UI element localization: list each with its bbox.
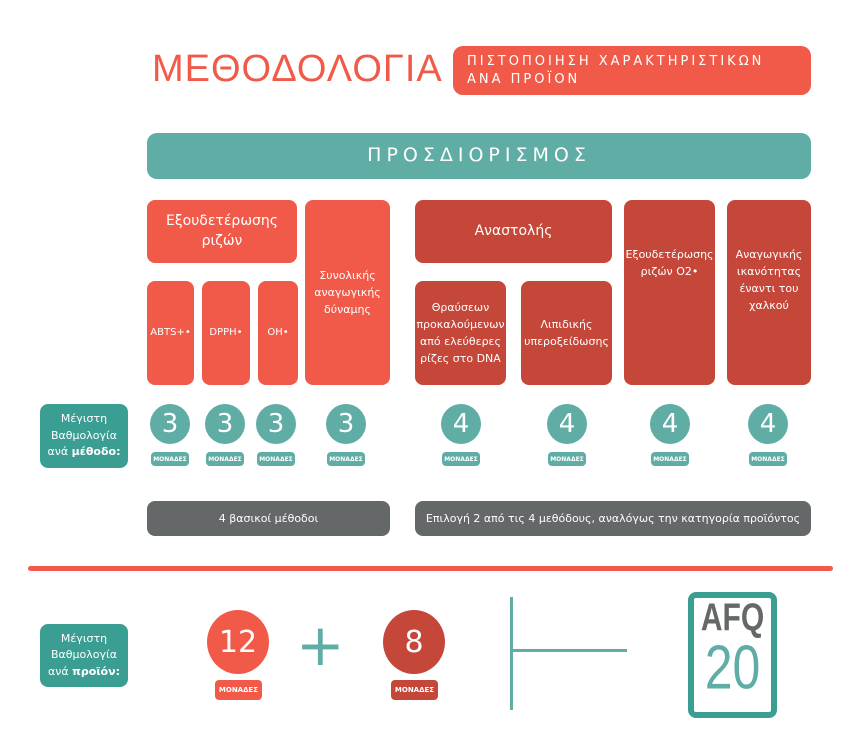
optional-methods-bar: Επιλογή 2 από τις 4 μεθόδους, αναλόγως τ…: [415, 501, 811, 536]
logo-20: 20: [704, 632, 761, 702]
method-copper: Αναγωγικής ικανότητας έναντι του χαλκού: [727, 200, 811, 385]
score-circle: 3: [205, 404, 245, 444]
score-circle: 3: [326, 404, 366, 444]
method-oh: OH•: [258, 281, 298, 385]
result-bracket-vertical: [510, 597, 513, 710]
label-line: ανά: [47, 445, 72, 459]
score-circle: 4: [441, 404, 481, 444]
logo-afq: AFQ: [700, 596, 765, 640]
label-line: Βαθμολογία: [51, 648, 117, 662]
divider: [28, 566, 833, 571]
score-circle: 3: [150, 404, 190, 444]
method-score-label: Μέγιστη Βαθμολογία ανά μέθοδο:: [40, 404, 128, 468]
label-emphasis: προϊόν:: [72, 664, 121, 678]
afq20-logo: AFQ 20: [688, 592, 777, 718]
method-lipid: Λιπιδικής υπεροξείδωσης: [521, 281, 612, 385]
label-line: Μέγιστη: [60, 412, 108, 426]
product-score-label: Μέγιστη Βαθμολογία ανά προϊόν:: [40, 624, 128, 687]
units-badge: ΜΟΝΑΔΕΣ: [215, 680, 262, 700]
score-circle: 4: [547, 404, 587, 444]
page-title: ΜΕΘΟΔΟΛΟΓΙΑ: [152, 48, 443, 90]
score-circle: 4: [748, 404, 788, 444]
units-badge: ΜΟΝΑΔΕΣ: [391, 680, 438, 700]
optional-total-circle: 8: [383, 610, 445, 674]
units-badge: ΜΟΝΑΔΕΣ: [442, 452, 480, 466]
method-dpph: DPPH•: [202, 281, 250, 385]
label-line: ανά: [47, 664, 73, 678]
group-inhibition: Αναστολής: [415, 200, 612, 263]
basic-total-circle: 12: [207, 610, 269, 674]
units-badge: ΜΟΝΑΔΕΣ: [651, 452, 689, 466]
method-total-reducing: Συνολικής αναγωγικής δύναμης: [305, 200, 390, 385]
subtitle-badge: ΠΙΣΤΟΠΟΙΗΣΗ ΧΑΡΑΚΤΗΡΙΣΤΙΚΩΝ ΑΝΑ ΠΡΟΪΟΝ: [453, 46, 811, 95]
score-circle: 3: [256, 404, 296, 444]
determination-banner: ΠΡΟΣΔΙΟΡΙΣΜΟΣ: [147, 133, 811, 179]
units-badge: ΜΟΝΑΔΕΣ: [151, 452, 189, 466]
method-o2: Εξουδετέρωσης ριζών O2•: [624, 200, 715, 385]
method-abts: ABTS+•: [147, 281, 194, 385]
units-badge: ΜΟΝΑΔΕΣ: [327, 452, 365, 466]
result-bracket-horizontal: [510, 649, 627, 652]
score-circle: 4: [650, 404, 690, 444]
units-badge: ΜΟΝΑΔΕΣ: [257, 452, 295, 466]
label-emphasis: μέθοδο:: [71, 445, 121, 459]
units-badge: ΜΟΝΑΔΕΣ: [548, 452, 586, 466]
label-line: Βαθμολογία: [51, 428, 117, 442]
method-dna: Θραύσεων προκαλούμενων από ελεύθερες ρίζ…: [415, 281, 506, 385]
subtitle-line2: ΑΝΑ ΠΡΟΪΟΝ: [467, 71, 581, 87]
basic-methods-bar: 4 βασικοί μέθοδοι: [147, 501, 390, 536]
group-radicals: Εξουδετέρωσης ριζών: [147, 200, 297, 263]
units-badge: ΜΟΝΑΔΕΣ: [749, 452, 787, 466]
units-badge: ΜΟΝΑΔΕΣ: [206, 452, 244, 466]
subtitle-line1: ΠΙΣΤΟΠΟΙΗΣΗ ΧΑΡΑΚΤΗΡΙΣΤΙΚΩΝ: [467, 53, 765, 69]
label-line: Μέγιστη: [60, 631, 108, 645]
plus-sign: +: [296, 611, 345, 679]
